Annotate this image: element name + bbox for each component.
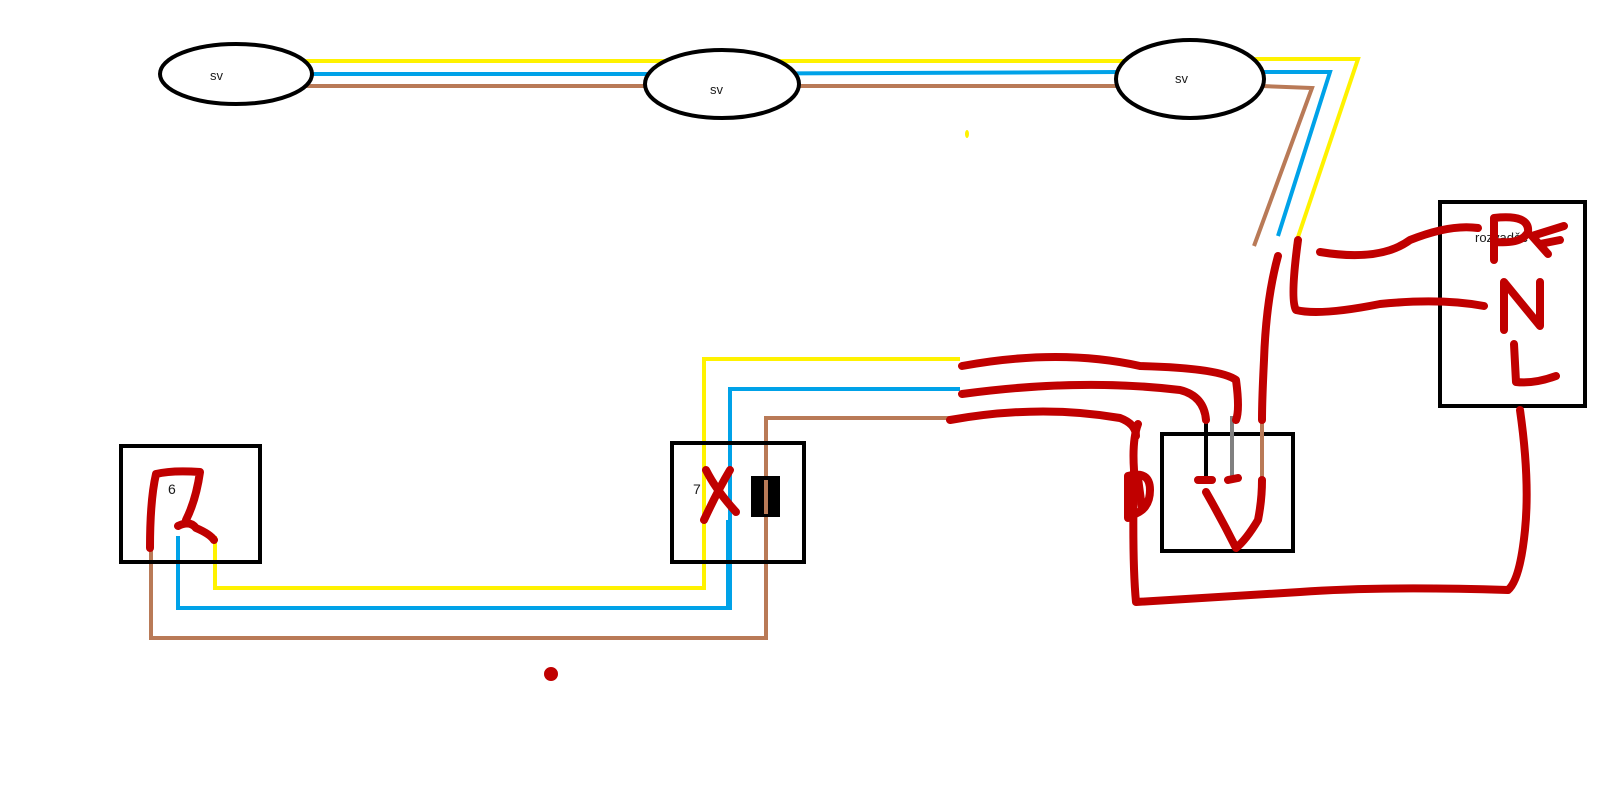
light-outline [1114, 38, 1266, 120]
red-wire-n [1289, 236, 1488, 316]
red-dot [544, 667, 558, 681]
red-wire-pe-drop [1258, 252, 1282, 424]
light-label: sv [710, 82, 724, 97]
red-wire-middle [958, 380, 1210, 424]
blue-wire-lower [176, 387, 960, 610]
red-wire-bottom [946, 407, 1140, 440]
switch-box-7: 7 [670, 441, 806, 564]
light-outline [158, 42, 314, 106]
switch-box-6: 6 [119, 444, 262, 564]
switch-box-label: 7 [693, 481, 701, 497]
red-mark-socket [1194, 474, 1266, 552]
red-letter-n [1500, 278, 1544, 334]
switch-box-outline [119, 444, 262, 564]
socket-box [1160, 416, 1295, 553]
red-mark-left-box [1124, 470, 1154, 522]
red-annotations [146, 213, 1568, 681]
red-wire-l-loop [1129, 406, 1531, 606]
light-label: sv [1175, 71, 1189, 86]
light-2: sv [643, 48, 801, 120]
red-mark-switch-7 [700, 466, 740, 524]
red-letter-pe [1490, 213, 1568, 264]
switch-box-outline [670, 441, 806, 564]
light-1: sv [158, 42, 314, 106]
light-label: sv [210, 68, 224, 83]
light-outline [643, 48, 801, 120]
switch-box-label: 6 [168, 481, 176, 497]
brown-wire-lower [149, 416, 960, 640]
lower-wires [149, 357, 960, 640]
red-letter-l [1510, 340, 1560, 387]
red-wire-pe [1316, 223, 1482, 260]
yellow-wire-lower [213, 357, 960, 590]
red-wire-top [958, 353, 1242, 424]
red-mark-switch-6 [146, 467, 218, 552]
light-3: sv [1114, 38, 1266, 120]
yellow-speck [965, 130, 969, 138]
socket-box-outline [1160, 432, 1295, 553]
